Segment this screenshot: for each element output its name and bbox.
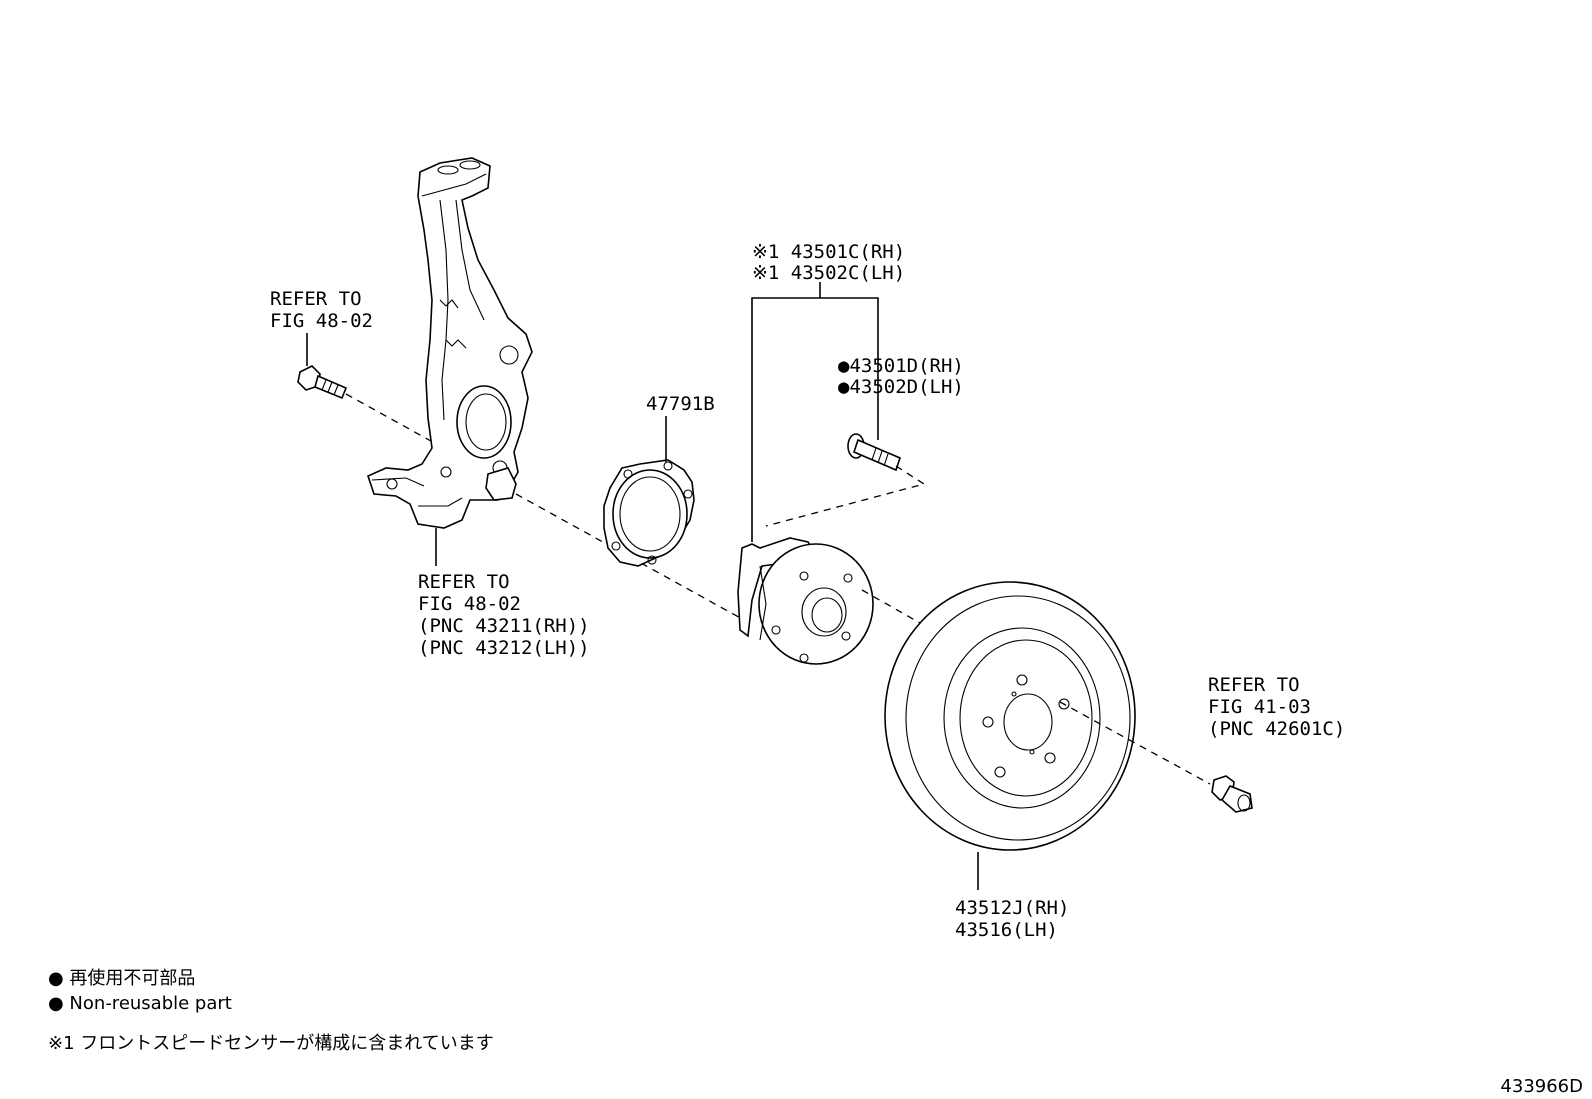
knuckle-ref-line3: (PNC 43211(RH)) <box>418 615 590 637</box>
gasket <box>603 459 695 567</box>
legend: ● 再使用不可部品 ● Non-reusable part ※1 フロントスピー… <box>48 968 494 1054</box>
hub-bolt-axis <box>765 465 926 527</box>
knuckle-ref-line4: (PNC 43212(LH)) <box>418 637 590 659</box>
legend-note-1: ※1 フロントスピードセンサーが構成に含まれています <box>48 1033 494 1054</box>
knuckle-ref-line1: REFER TO <box>418 571 510 593</box>
gasket-part-number: 47791B <box>646 393 715 415</box>
wheel-nut-ref-line3: (PNC 42601C) <box>1208 718 1345 740</box>
hub-assembly-bracket <box>751 297 879 542</box>
hub-bolt <box>847 433 901 472</box>
callout-hub-bolt: ●43501D(RH) ●43502D(LH) <box>838 355 964 398</box>
steering-knuckle <box>367 157 533 529</box>
disc-lh: 43516(LH) <box>955 919 1058 941</box>
knuckle-bolt <box>297 365 348 400</box>
knuckle-bolt-axis <box>345 393 441 447</box>
diagram-id: 433966D <box>1500 1076 1583 1097</box>
callout-knuckle-bolt: REFER TO FIG 48-02 <box>270 288 373 332</box>
knuckle-ref-line2: FIG 48-02 <box>418 593 521 615</box>
hub-assembly <box>737 537 874 665</box>
callout-wheel-nut: REFER TO FIG 41-03 (PNC 42601C) <box>1208 674 1345 740</box>
hub-bolt-lh: ●43502D(LH) <box>838 376 964 398</box>
wheel-nut <box>1211 775 1253 813</box>
disc-rh: 43512J(RH) <box>955 897 1069 919</box>
callout-hub-assembly: ※1 43501C(RH) ※1 43502C(LH) <box>752 241 905 284</box>
knuckle-bolt-ref-line1: REFER TO <box>270 288 362 310</box>
hub-assembly-rh: ※1 43501C(RH) <box>752 241 905 263</box>
legend-non-reusable-en: ● Non-reusable part <box>48 993 232 1014</box>
knuckle-bolt-ref-line2: FIG 48-02 <box>270 310 373 332</box>
wheel-nut-ref-line1: REFER TO <box>1208 674 1300 696</box>
hub-assembly-lh: ※1 43502C(LH) <box>752 262 905 284</box>
callout-disc: 43512J(RH) 43516(LH) <box>955 897 1069 941</box>
disc-to-nut-axis <box>1059 701 1211 785</box>
disc-rotor <box>884 581 1136 851</box>
hub-bolt-rh: ●43501D(RH) <box>838 355 964 377</box>
callout-knuckle: REFER TO FIG 48-02 (PNC 43211(RH)) (PNC … <box>418 571 590 659</box>
legend-non-reusable-jp: ● 再使用不可部品 <box>48 968 195 989</box>
wheel-nut-ref-line2: FIG 41-03 <box>1208 696 1311 718</box>
